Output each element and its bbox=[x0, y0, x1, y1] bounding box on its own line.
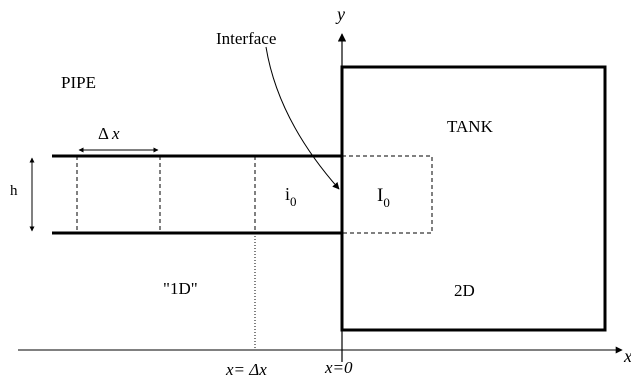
tank-cell-i0 bbox=[342, 155, 433, 234]
one-d-label: "1D" bbox=[163, 279, 198, 298]
interface-pointer bbox=[265, 46, 340, 190]
two-d-label: 2D bbox=[454, 281, 475, 300]
h-label: h bbox=[10, 183, 18, 199]
x-eq-0-label: x=0 bbox=[324, 358, 353, 377]
x-eq-delta-x-label: x= Δx bbox=[225, 360, 267, 379]
tank-boundary bbox=[340, 65, 607, 332]
tank-label: TANK bbox=[447, 117, 494, 136]
cell-I0-label: I0 bbox=[377, 185, 390, 210]
interface-label: Interface bbox=[216, 29, 276, 48]
y-axis-label: y bbox=[335, 4, 345, 24]
pipe-label: PIPE bbox=[61, 73, 96, 92]
cell-i0-label: i0 bbox=[285, 184, 297, 209]
x-axis-label: x bbox=[623, 346, 631, 366]
